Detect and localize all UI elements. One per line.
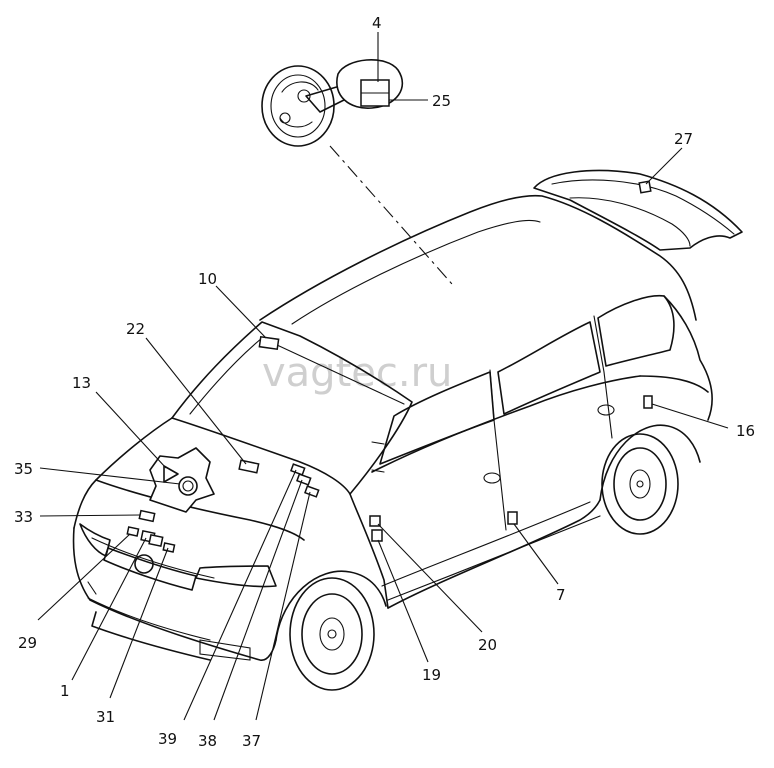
sticker-1b [148, 533, 164, 548]
callout-13: 13 [72, 374, 91, 392]
callout-22: 22 [126, 320, 145, 338]
fuel-filler-flap-inset [261, 59, 404, 147]
sticker-31 [162, 542, 176, 553]
sticker-33 [138, 509, 156, 523]
sticker-20 [369, 515, 381, 527]
callout-37: 37 [242, 732, 261, 750]
sticker-29 [126, 526, 140, 537]
callout-29: 29 [18, 634, 37, 652]
warning-triangle-icon [163, 465, 179, 483]
callout-35: 35 [14, 460, 33, 478]
sticker-38 [296, 473, 312, 486]
callout-19: 19 [422, 666, 441, 684]
callout-33: 33 [14, 508, 33, 526]
callout-25: 25 [432, 92, 451, 110]
callout-4: 4 [372, 14, 382, 32]
sticker-10 [258, 335, 280, 351]
leader-lines [37, 32, 729, 721]
callout-1: 1 [60, 682, 70, 700]
fuel-flap-position-leader [329, 145, 453, 285]
callout-20: 20 [478, 636, 497, 654]
sticker-37 [304, 485, 320, 498]
callout-38: 38 [198, 732, 217, 750]
callout-39: 39 [158, 730, 177, 748]
sticker-27 [638, 180, 652, 194]
callout-10: 10 [198, 270, 217, 288]
sticker-16 [643, 395, 653, 409]
sticker-19 [371, 529, 383, 542]
sticker-39 [290, 463, 306, 476]
circle-symbol-icon [178, 476, 198, 496]
sticker-22 [238, 459, 260, 474]
vehicle-outline [72, 169, 743, 691]
callout-27: 27 [674, 130, 693, 148]
sticker-7 [507, 511, 518, 525]
label-markers [126, 180, 653, 553]
watermark: vagtec.ru [262, 350, 452, 396]
callout-31: 31 [96, 708, 115, 726]
callout-16: 16 [736, 422, 755, 440]
callout-numbers: 4 25 27 10 22 13 35 33 16 7 20 19 29 1 3… [14, 14, 755, 750]
callout-7: 7 [556, 586, 566, 604]
